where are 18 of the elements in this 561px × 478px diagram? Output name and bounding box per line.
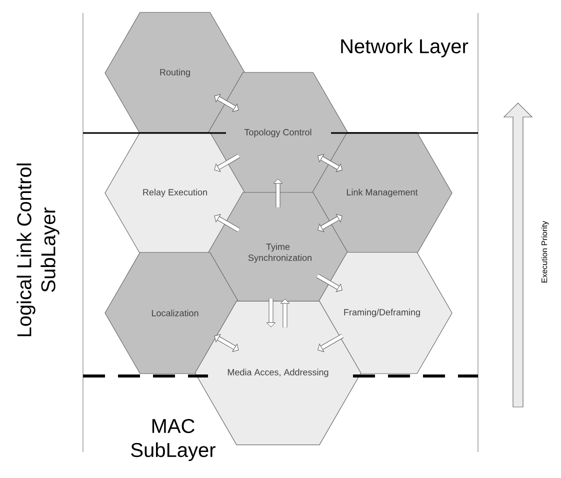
block-arrow: [266, 298, 276, 328]
block-arrow: [214, 154, 240, 172]
block-arrow: [318, 214, 342, 232]
hexagon: Topology Control: [208, 72, 348, 194]
hexagon: Routing: [104, 12, 246, 134]
block-arrow: [318, 154, 342, 172]
block-arrow: [273, 178, 283, 208]
layer-label: Network Layer: [341, 38, 468, 58]
layer-label: Execution Priority: [541, 220, 549, 282]
block-arrow: [214, 334, 239, 352]
block-arrow: [318, 334, 344, 352]
hexagon: Relay Execution: [104, 132, 246, 254]
block-arrow: [214, 94, 239, 112]
hexagon: Link Management: [312, 132, 452, 254]
block-arrow: [214, 214, 240, 232]
layer-label: Logical Link Control SubLayer: [16, 164, 60, 336]
block-arrow: [280, 298, 290, 328]
block-arrow: [316, 274, 342, 292]
